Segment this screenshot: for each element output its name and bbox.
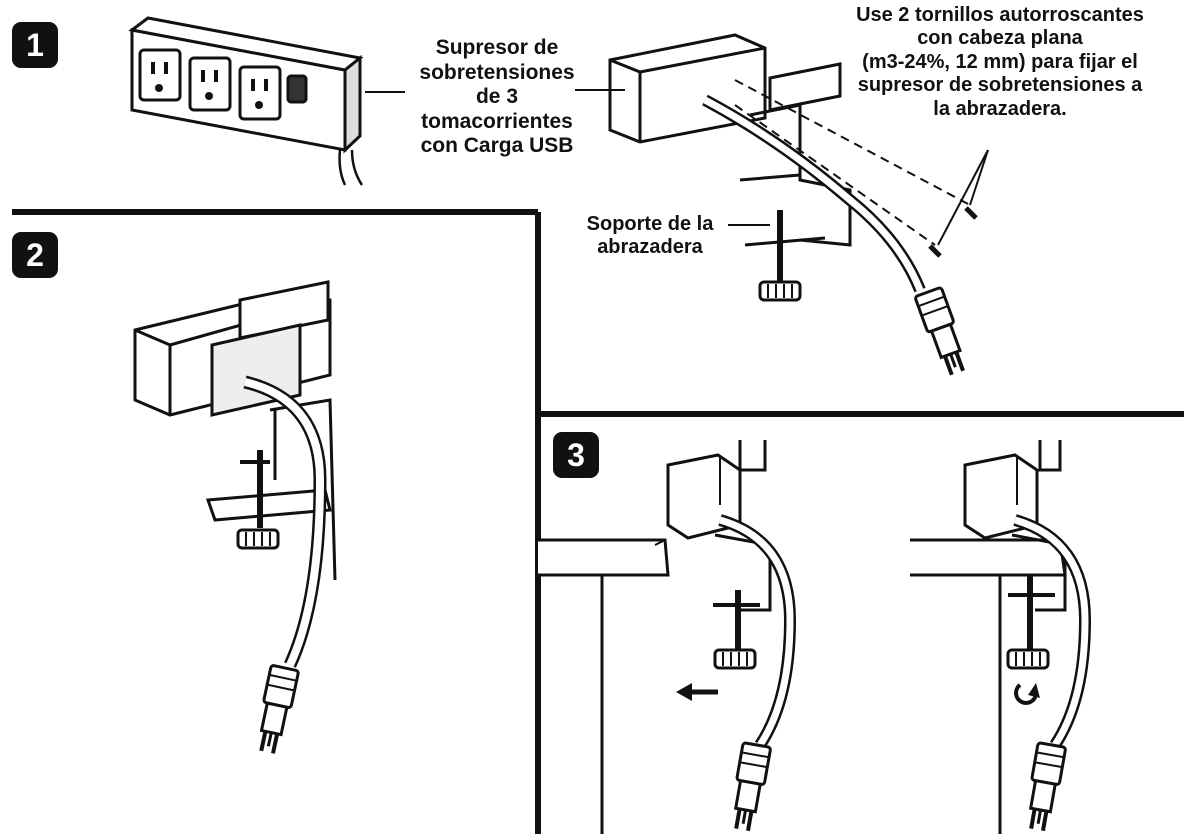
desk-mount-right-illustration	[910, 440, 1092, 834]
desk-mount-left-illustration	[538, 440, 797, 834]
exploded-clamp-illustration	[608, 33, 978, 380]
surge-protector-illustration	[128, 16, 364, 186]
screw-leader-2	[937, 149, 989, 246]
panel-borders	[12, 209, 1184, 834]
step-badge-1: 1	[12, 22, 58, 68]
screw-instruction-label: Use 2 tornillos autorroscantes con cabez…	[856, 4, 1144, 120]
surge-protector-label: Supresor de sobretensiones de 3 tomacorr…	[419, 36, 575, 158]
step-badge-2: 2	[12, 232, 58, 278]
bracket-label: Soporte de la abrazadera	[586, 213, 714, 259]
screw-leader-1	[969, 149, 989, 206]
assembled-clamp-illustration	[133, 280, 337, 758]
step-badge-3: 3	[553, 432, 599, 478]
arrow-left-icon	[676, 683, 718, 701]
rotate-icon	[1014, 683, 1040, 705]
